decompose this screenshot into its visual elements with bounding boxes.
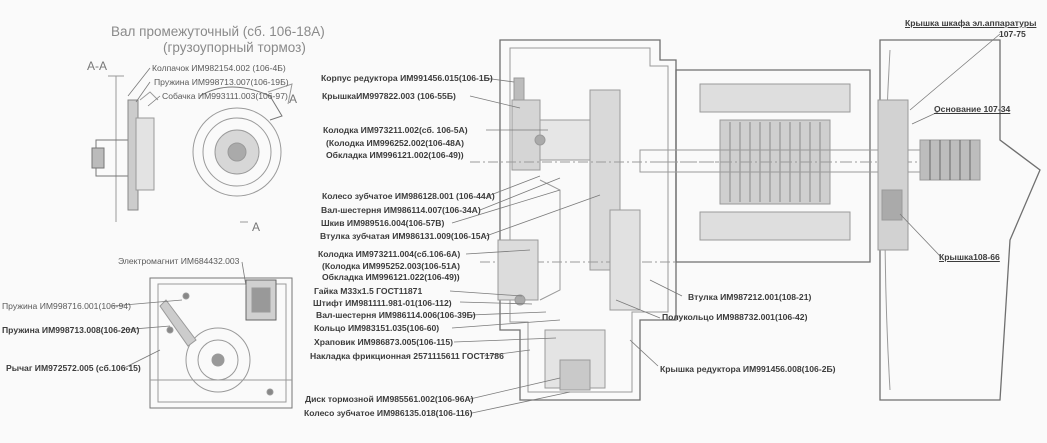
callout-vtulka-15a: Втулка зубчатая ИМ986131.009(106-15А): [320, 231, 490, 241]
callout-val-shesternya-39b: Вал-шестерня ИМ986114.006(106-39Б): [316, 310, 476, 320]
callout-koleso-44a: Колесо зубчатое ИМ986128.001 (106-44А): [322, 191, 495, 201]
callout-val-shesternya-34a: Вал-шестерня ИМ986114.007(106-34А): [321, 205, 481, 215]
callout-kryshka-55b: КрышкаИМ997822.003 (106-55Б): [322, 91, 456, 101]
callout-korpus-reduktora: Корпус редуктора ИМ991456.015(106-1Б): [321, 73, 493, 83]
section-label: А-А: [87, 59, 108, 73]
callout-kryshka-shkafa-num: 107-75: [999, 29, 1026, 39]
callout-electromagnet: Электромагнит ИМ684432.003: [118, 256, 240, 266]
drawing-title: Вал промежуточный (сб. 106-18А): [111, 24, 325, 39]
callout-kolodka-51a: (Колодка ИМ995252.003(106-51А): [322, 261, 460, 271]
callout-kryshka-108-66: Крышка108-66: [939, 252, 1000, 262]
callout-kolodka-5a: Колодка ИМ973211.002(сб. 106-5А): [323, 125, 468, 135]
section-view-a-a: [91, 75, 293, 223]
callout-koleso-116: Колесо зубчатое ИМ986135.018(106-116): [304, 408, 473, 418]
callout-vtulka-108-21: Втулка ИМ987212.001(108-21): [688, 292, 812, 302]
drawing-subtitle: (грузоупорный тормоз): [163, 40, 306, 55]
callout-kryshka-shkafa: Крышка шкафа эл.аппаратуры: [905, 18, 1037, 28]
cabinet-section: [877, 39, 1041, 401]
callout-kolodka-48a: (Колодка ИМ996252.002(106-48А): [326, 138, 464, 148]
reducer-section: [470, 39, 720, 401]
callout-shkiv: Шкив ИМ989516.004(106-57В): [321, 218, 445, 228]
callout-disk-tormoznoi: Диск тормозной ИМ985561.002(106-96А): [305, 394, 474, 404]
callout-sobachka: Собачка ИМ993111.003(106-97): [162, 91, 288, 101]
callout-hrapovik: Храповик ИМ986873.005(106-115): [314, 337, 453, 347]
callout-pruzhina-20a: Пружина ИМ998713.008(106-20А): [2, 325, 140, 335]
callout-kryshka-reduktora: Крышка редуктора ИМ991456.008(106-2Б): [660, 364, 836, 374]
brake-assembly-view: [149, 277, 293, 409]
callout-pruzhina-94: Пружина ИМ998716.001(106-94): [2, 301, 131, 311]
callout-shtift: Штифт ИМ981111.981-01(106-112): [313, 298, 452, 308]
callout-kolco: Кольцо ИМ983151.035(106-60): [314, 323, 440, 333]
callout-gaika: Гайка М33х1.5 ГОСТ11871: [314, 286, 423, 296]
callout-polukolco: Полукольцо ИМ988732.001(106-42): [662, 312, 808, 322]
section-mark-bottom: А: [252, 220, 261, 234]
callout-obkladka-49-2: Обкладка ИМ996121.022(106-49)): [322, 272, 460, 282]
callout-obkladka-49: Обкладка ИМ996121.002(106-49)): [326, 150, 464, 160]
callout-pruzhina-19b: Пружина ИМ998713.007(106-19Б): [154, 77, 289, 87]
callout-nakladka: Накладка фрикционная 2571115611 ГОСТ1786: [310, 351, 504, 361]
leader-lines: [111, 33, 1001, 414]
callout-rychag: Рычаг ИМ972572.005 (сб.106-15): [6, 363, 141, 373]
callout-kolpachok: Колпачок ИМ982154.002 (106-4Б): [152, 63, 286, 73]
callout-osnovanie: Основание 107-34: [934, 104, 1011, 114]
section-mark: А: [289, 92, 298, 106]
callout-kolodka-6a: Колодка ИМ973211.004(сб.106-6А): [318, 249, 461, 259]
